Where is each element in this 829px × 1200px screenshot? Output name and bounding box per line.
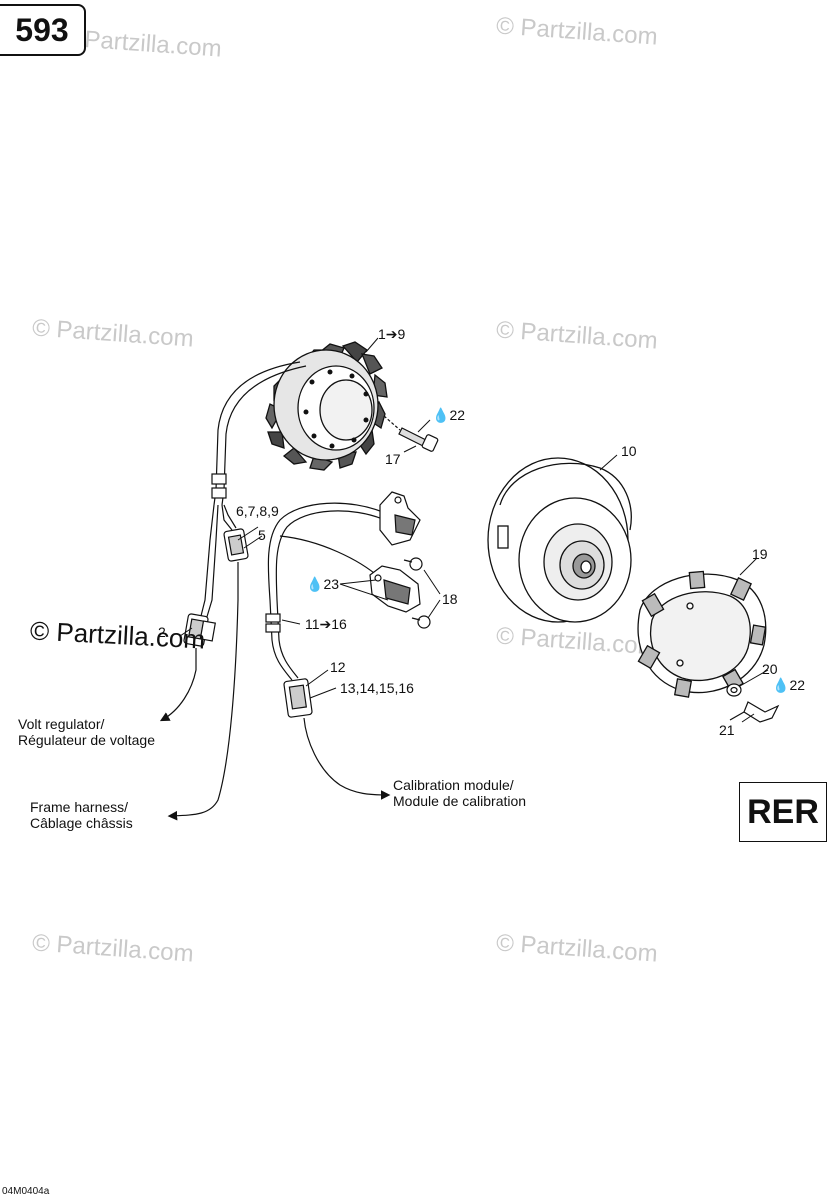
model-code-box: RER	[739, 782, 827, 842]
callout-connector-parts: 6,7,8,9	[236, 503, 279, 519]
callout-connector-2: 2	[158, 624, 166, 640]
callout-ring-bolt: 21	[719, 722, 735, 738]
figure-code: 04M0404a	[2, 1186, 50, 1197]
stator-assembly	[265, 341, 388, 471]
callout-stator-bolt: 17	[385, 451, 401, 467]
trigger-coil-harness	[265, 491, 431, 800]
callout-washer: 20	[762, 661, 778, 677]
page-number: 593	[0, 4, 86, 56]
callout-trigger-coil: 11➔16	[305, 616, 347, 632]
callout-loctite-22-ring: 💧22	[772, 677, 806, 693]
callout-connector-12: 12	[330, 659, 346, 675]
callout-connector-parts-2: 13,14,15,16	[340, 680, 414, 696]
callout-connector: 5	[258, 527, 266, 543]
callout-screw: 18	[442, 591, 458, 607]
drop-icon: 💧	[306, 576, 324, 592]
drop-icon: 💧	[432, 407, 450, 423]
callout-ring-gear: 19	[752, 546, 768, 562]
callout-flywheel: 10	[621, 443, 637, 459]
ring-gear-bolt	[729, 701, 780, 723]
note-frame-harness: Frame harness/ Câblage châssis	[30, 799, 133, 831]
callout-loctite-23: 💧23	[306, 576, 340, 592]
callout-loctite-22-stator: 💧22	[432, 407, 466, 423]
note-calibration-module: Calibration module/ Module de calibratio…	[393, 777, 527, 809]
callout-stator: 1➔9	[378, 326, 406, 342]
washer	[726, 683, 742, 697]
note-volt-regulator: Volt regulator/ Régulateur de voltage	[18, 716, 155, 748]
stator-bolt	[383, 415, 439, 452]
stator-harness	[159, 361, 307, 821]
ring-gear	[637, 570, 767, 698]
flywheel	[487, 457, 632, 623]
drop-icon: 💧	[772, 677, 790, 693]
leader-lines	[179, 337, 769, 723]
